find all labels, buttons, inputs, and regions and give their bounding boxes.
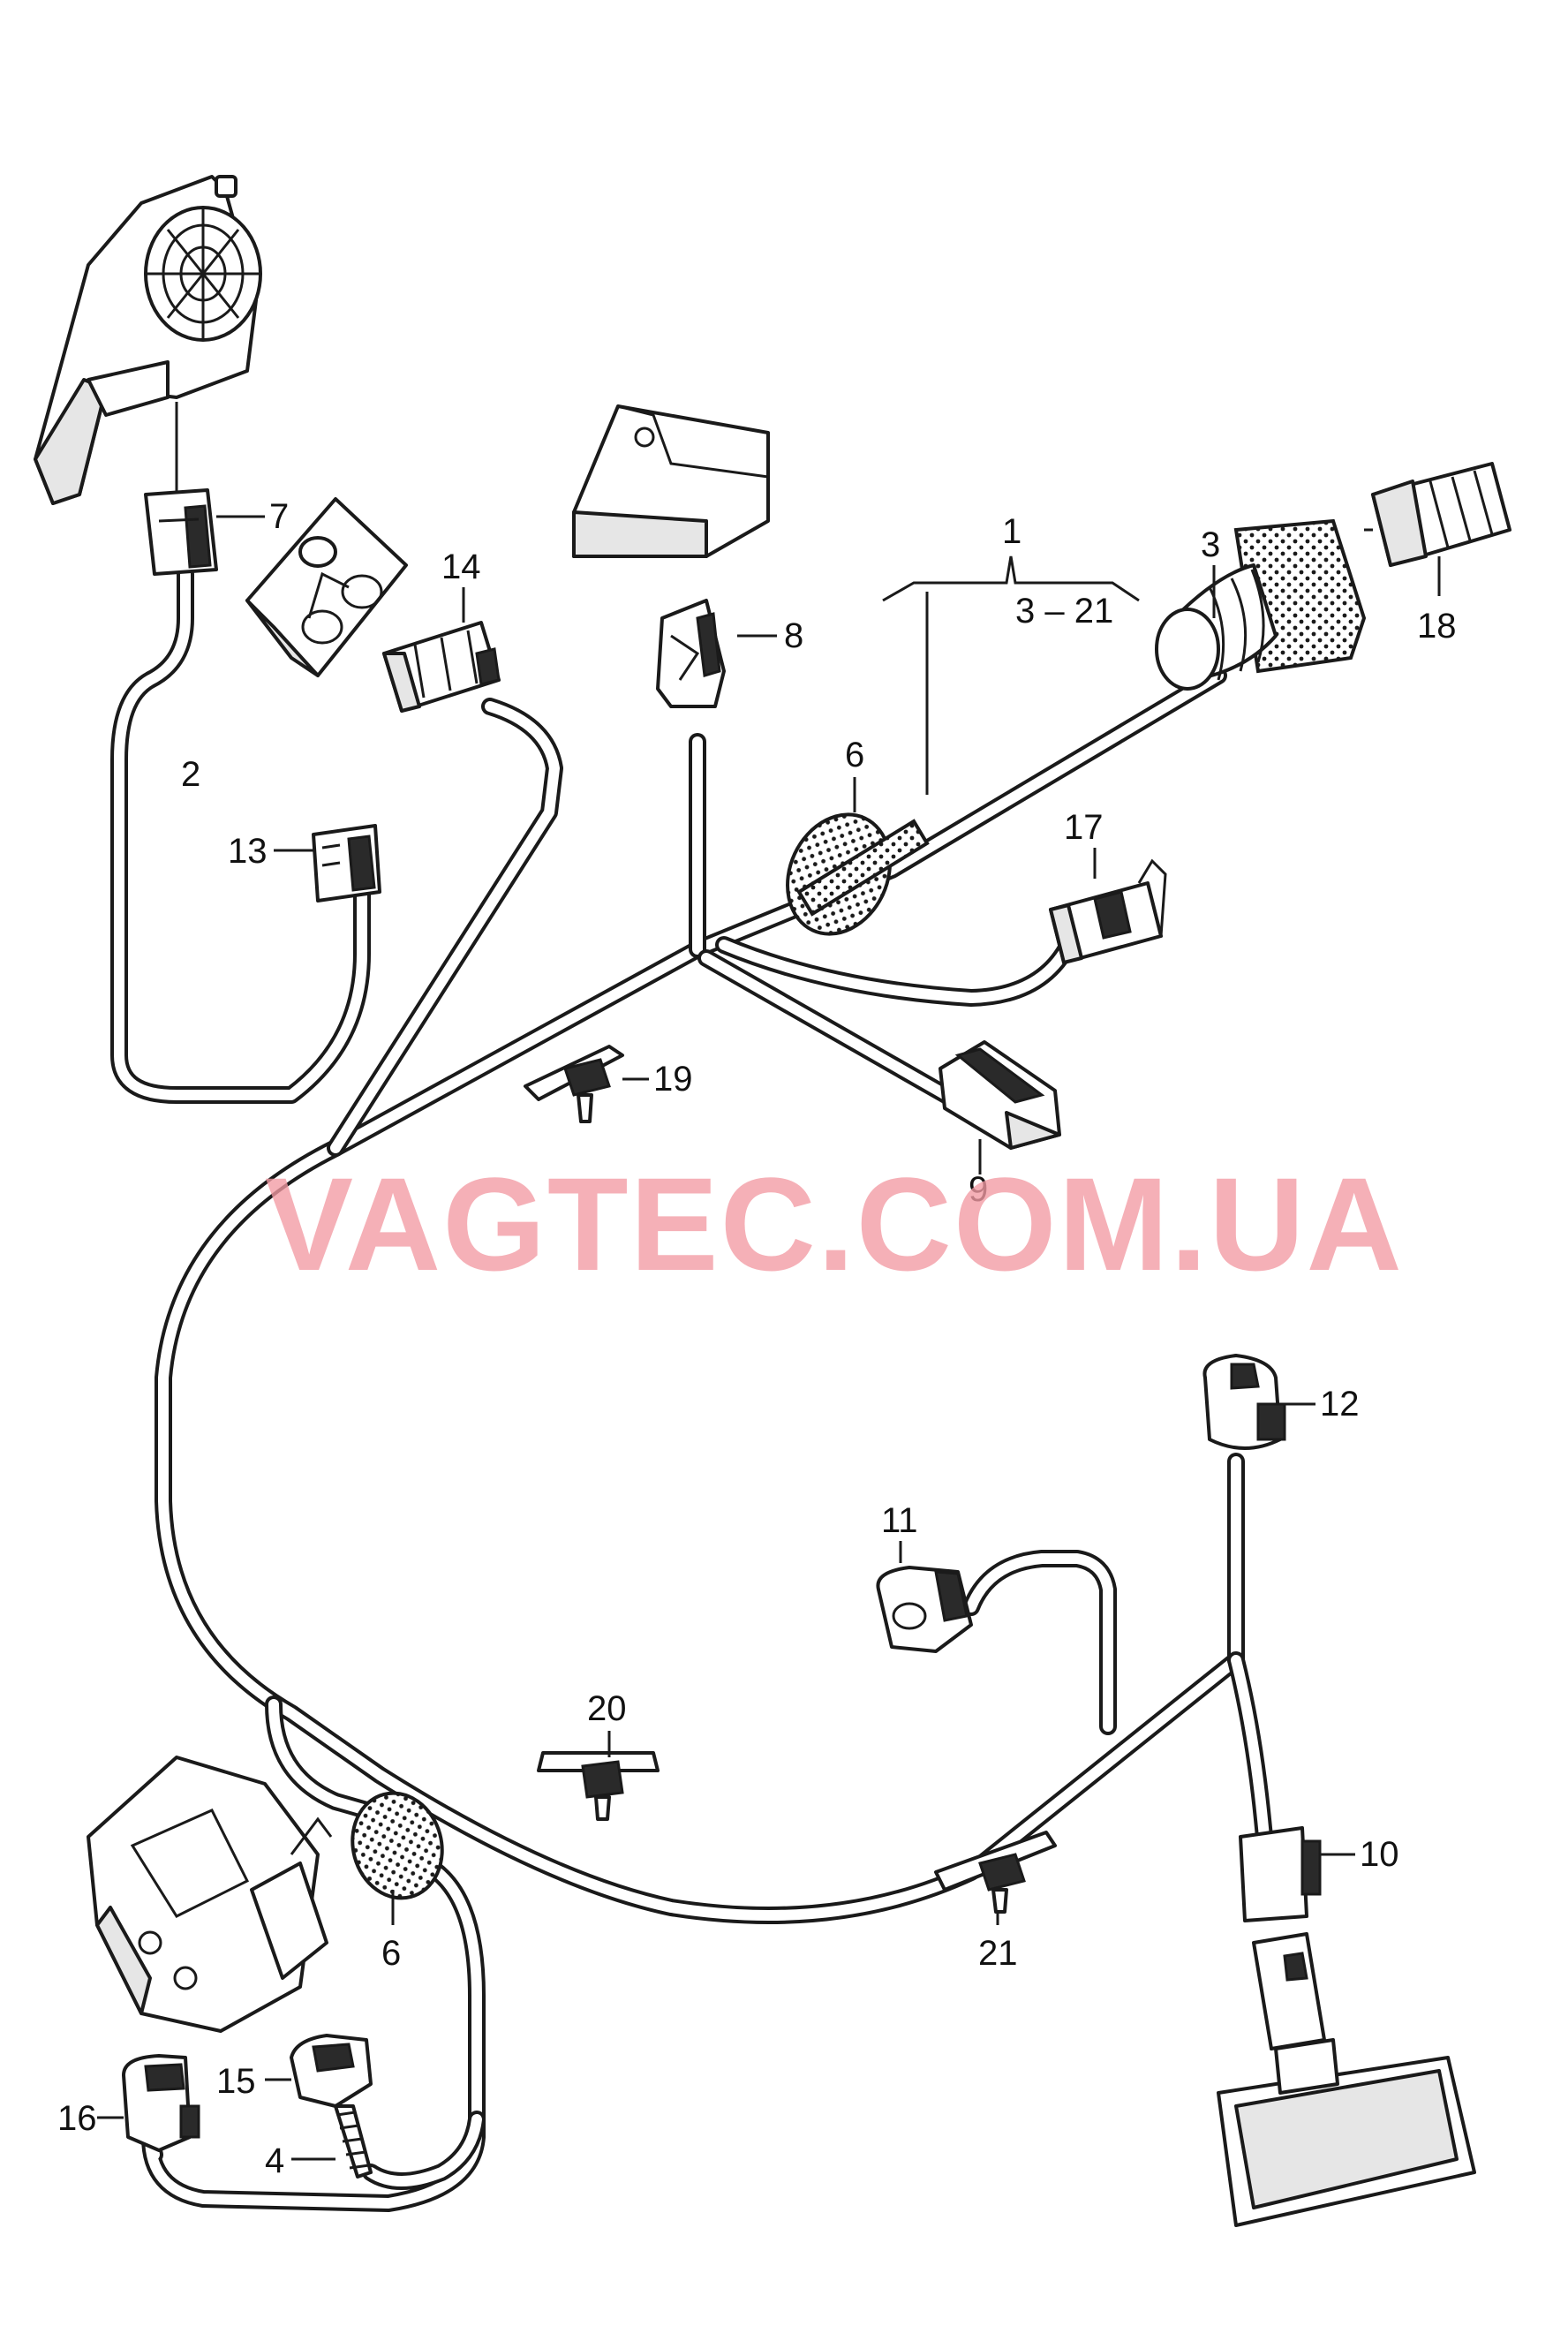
callout-9: 9 [969,1170,988,1209]
corrugated-tube-4-icon [291,2104,373,2179]
callout-3: 3 [1201,525,1220,564]
callout-1-bracket [882,555,1140,795]
callout-20: 20 [587,1689,627,1728]
callout-12: 12 [1320,1385,1360,1424]
control-module-icon [245,497,408,677]
connector-9-icon [939,1040,1061,1174]
callout-13: 13 [228,832,268,871]
callout-3-21: 3 – 21 [1015,592,1113,631]
connector-10-icon [1239,1826,1355,1922]
connector-15-icon [265,2034,373,2108]
callout-2: 2 [181,755,200,794]
callout-11: 11 [881,1501,918,1540]
grommet-6-lower-icon [351,1791,444,1925]
callout-21: 21 [978,1934,1018,1973]
connector-13-icon [274,824,381,902]
callout-16: 16 [57,2099,97,2138]
clip-19-icon [524,1045,649,1123]
connector-12-icon [1202,1354,1315,1450]
connector-11-icon [876,1541,973,1653]
harness-wires [110,565,1273,2212]
watermark-text: VAGTEC.COM.UA [265,1150,1404,1298]
callout-7: 7 [269,497,289,536]
callout-8: 8 [784,616,803,655]
callout-18: 18 [1417,607,1457,646]
window-motor-icon [34,175,262,505]
door-lock-icon [87,1756,333,2033]
callout-17: 17 [1064,808,1104,847]
callout-4: 4 [265,2141,284,2180]
connector-14-icon [382,587,501,713]
callout-labels: 1 3 – 21 2 3 4 6 6 7 8 9 10 11 12 13 14 … [57,497,1457,2180]
callout-14: 14 [441,548,481,586]
connector-8-icon [656,599,777,708]
door-handle-icon [1217,1932,1476,2227]
connector-7-icon [144,488,265,576]
connector-16-icon [97,2054,200,2152]
callout-6-upper: 6 [845,736,864,774]
junction-box-icon [572,404,770,558]
callout-1: 1 [1002,512,1021,551]
callout-19: 19 [653,1060,693,1099]
callout-6-lower: 6 [381,1934,401,1973]
connector-18-icon [1364,462,1511,596]
grommet-6-upper-icon [786,777,930,936]
clip-21-icon [934,1831,1057,1925]
callout-10: 10 [1360,1835,1399,1874]
connector-17-icon [1049,848,1167,964]
door-grommet-3-icon [1155,518,1367,691]
callout-15: 15 [216,2062,256,2101]
clip-20-icon [537,1731,660,1821]
